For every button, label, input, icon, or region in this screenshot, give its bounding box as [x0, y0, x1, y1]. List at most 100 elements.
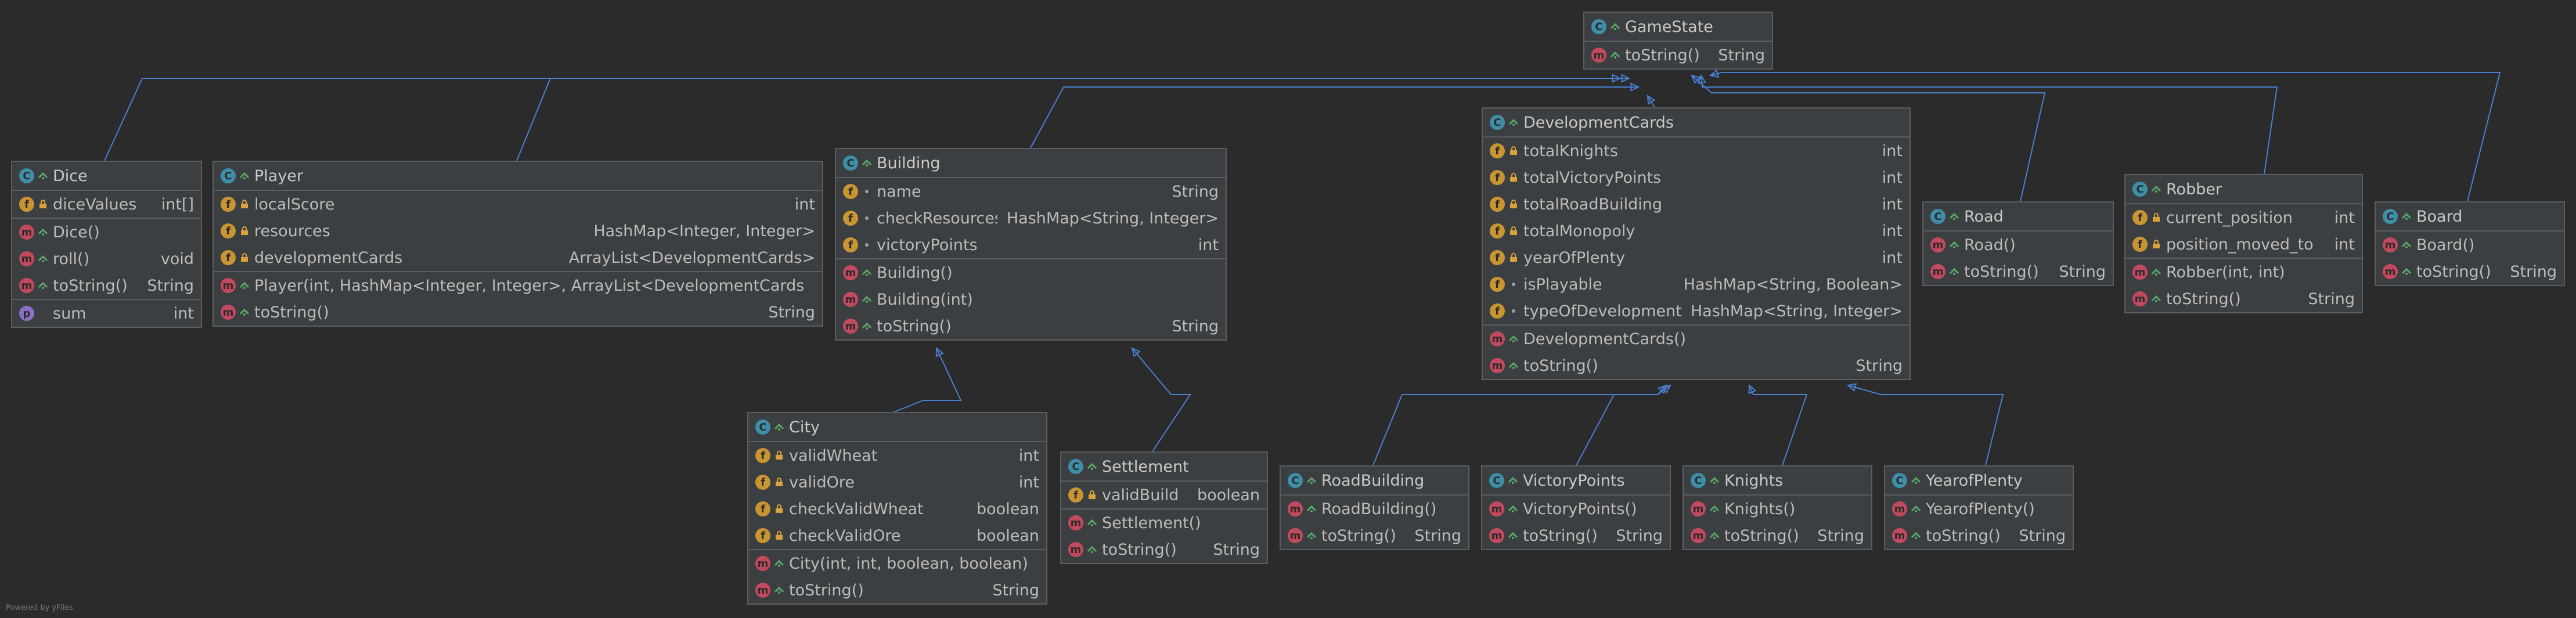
- lock-icon: [239, 226, 250, 236]
- arrow-head-icon: [1647, 95, 1656, 105]
- lock-icon: [1508, 199, 1519, 209]
- public-icon: [1911, 475, 1921, 486]
- inheritance-edge: [1700, 75, 2278, 175]
- public-icon: [1306, 530, 1317, 541]
- member-type: int: [173, 304, 194, 323]
- class-icon: C: [19, 168, 34, 183]
- public-icon: [1949, 211, 1959, 222]
- class-icon: C: [1892, 473, 1907, 488]
- package-private-icon: [862, 186, 872, 197]
- method-icon: m: [2383, 237, 2398, 252]
- class-name: City: [789, 418, 820, 436]
- field-icon: f: [1068, 487, 1083, 503]
- public-icon: [1306, 475, 1317, 486]
- member-name: victoryPoints: [877, 236, 978, 254]
- member-name: Road(): [1964, 236, 2016, 254]
- member-type: int[]: [161, 195, 194, 214]
- field-icon: f: [221, 250, 236, 265]
- member-name: toString(): [1964, 262, 2039, 281]
- member-type: int: [1018, 446, 1039, 465]
- public-icon: [774, 585, 784, 595]
- member-name: checkResources: [877, 209, 997, 227]
- member-name: yearOfPlenty: [1523, 248, 1626, 267]
- member-name: VictoryPoints(): [1523, 500, 1637, 518]
- member-name: isPlayable: [1523, 275, 1602, 294]
- class-icon: C: [843, 156, 858, 171]
- public-icon: [1087, 518, 1097, 528]
- member-name: toString(): [789, 581, 864, 599]
- member-name: checkValidWheat: [789, 500, 924, 518]
- method-icon: m: [1892, 528, 1907, 543]
- public-icon: [862, 268, 872, 278]
- member-name: totalKnights: [1523, 142, 1618, 160]
- method-icon: m: [843, 319, 858, 334]
- class-name: GameState: [1625, 17, 1713, 36]
